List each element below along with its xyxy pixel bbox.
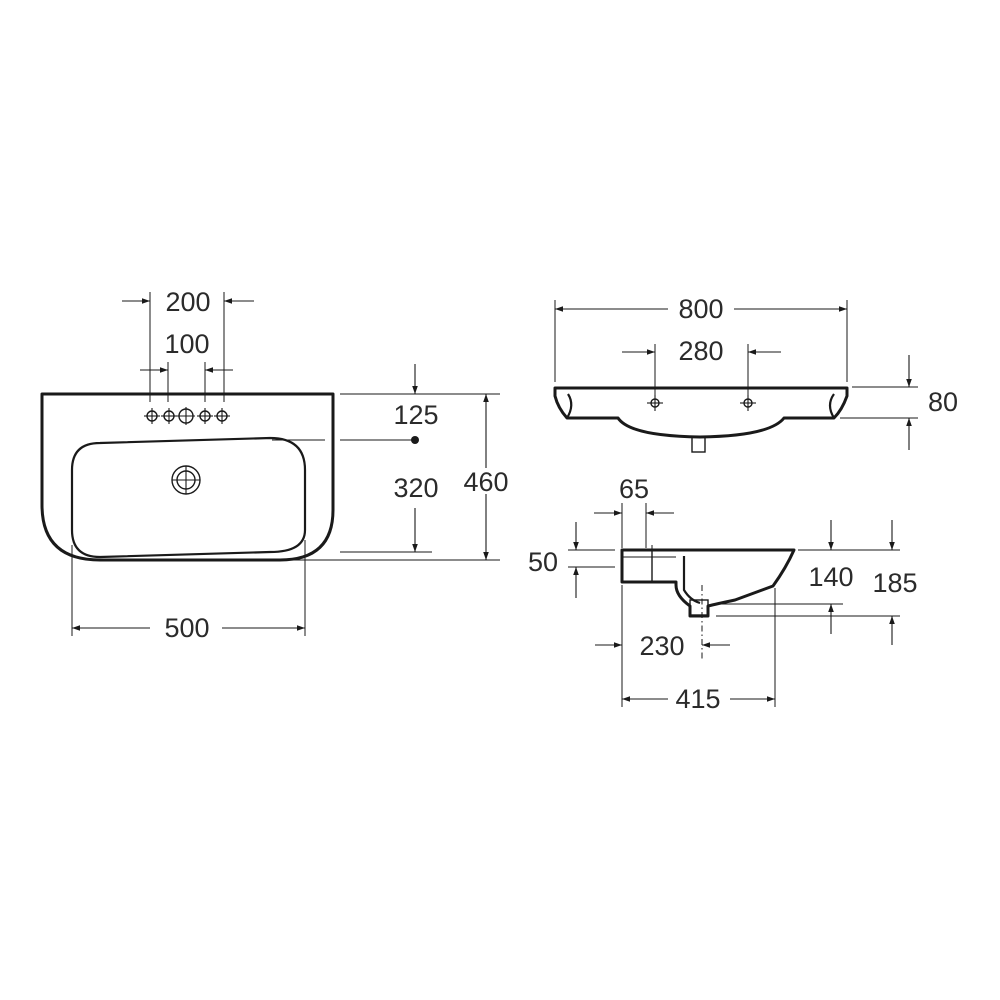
dim-label-415: 415 bbox=[675, 684, 720, 714]
dim-label-125: 125 bbox=[393, 400, 438, 430]
front-underside bbox=[566, 393, 573, 419]
dim-label-500: 500 bbox=[164, 613, 209, 643]
tap-hole-marker-icon bbox=[161, 408, 177, 424]
dim-65: 65 bbox=[594, 474, 674, 548]
dim-140: 140 bbox=[808, 520, 854, 634]
tap-holes-row bbox=[144, 407, 230, 425]
dim-label-185: 185 bbox=[872, 568, 917, 598]
dim-label-65: 65 bbox=[619, 474, 649, 504]
dim-500: 500 bbox=[71, 540, 306, 643]
top-view: 200 100 125 320 460 bbox=[40, 287, 509, 643]
tap-hole-marker-icon bbox=[214, 408, 230, 424]
bowl-top-outline bbox=[70, 436, 307, 559]
dim-125: 125 bbox=[393, 364, 439, 430]
side-waste-outlet bbox=[689, 599, 709, 616]
dim-320: 320 bbox=[393, 473, 439, 552]
dim-label-140: 140 bbox=[808, 562, 853, 592]
dim-label-280: 280 bbox=[678, 336, 723, 366]
dim-50: 50 bbox=[528, 522, 615, 598]
dim-label-200: 200 bbox=[165, 287, 210, 317]
dim-label-320: 320 bbox=[393, 473, 438, 503]
dim-80: 80 bbox=[840, 355, 958, 450]
tap-hole-marker-icon bbox=[144, 408, 160, 424]
tap-hole-marker-icon bbox=[197, 408, 213, 424]
basin-top-outline bbox=[40, 392, 335, 562]
dim-100: 100 bbox=[140, 329, 233, 402]
dim-230: 230 bbox=[595, 631, 730, 661]
dim-415: 415 bbox=[621, 585, 776, 714]
basin-front-outline bbox=[553, 386, 849, 439]
front-tap-marker-icon bbox=[740, 395, 756, 411]
front-tap-marker-icon bbox=[647, 395, 663, 411]
side-view: 65 50 140 185 230 bbox=[528, 474, 918, 714]
dim-800: 800 bbox=[554, 294, 848, 382]
dim-200: 200 bbox=[122, 287, 254, 402]
dim-460: 460 bbox=[463, 394, 509, 560]
dim-label-100: 100 bbox=[164, 329, 209, 359]
front-view: 800 280 80 bbox=[553, 294, 958, 453]
dim-label-80: 80 bbox=[928, 387, 958, 417]
dim-label-800: 800 bbox=[678, 294, 723, 324]
drain-top-icon bbox=[171, 465, 201, 495]
waste-outlet bbox=[691, 436, 706, 453]
dim-label-460: 460 bbox=[463, 467, 508, 497]
dim-label-50: 50 bbox=[528, 547, 558, 577]
tap-hole-center-icon bbox=[177, 407, 195, 425]
basin-side-outline bbox=[620, 548, 796, 618]
dim-280: 280 bbox=[622, 336, 781, 396]
dim-label-230: 230 bbox=[639, 631, 684, 661]
dim-185: 185 bbox=[872, 520, 918, 645]
side-bowl-inner bbox=[682, 556, 701, 605]
front-underside-right bbox=[828, 393, 835, 419]
